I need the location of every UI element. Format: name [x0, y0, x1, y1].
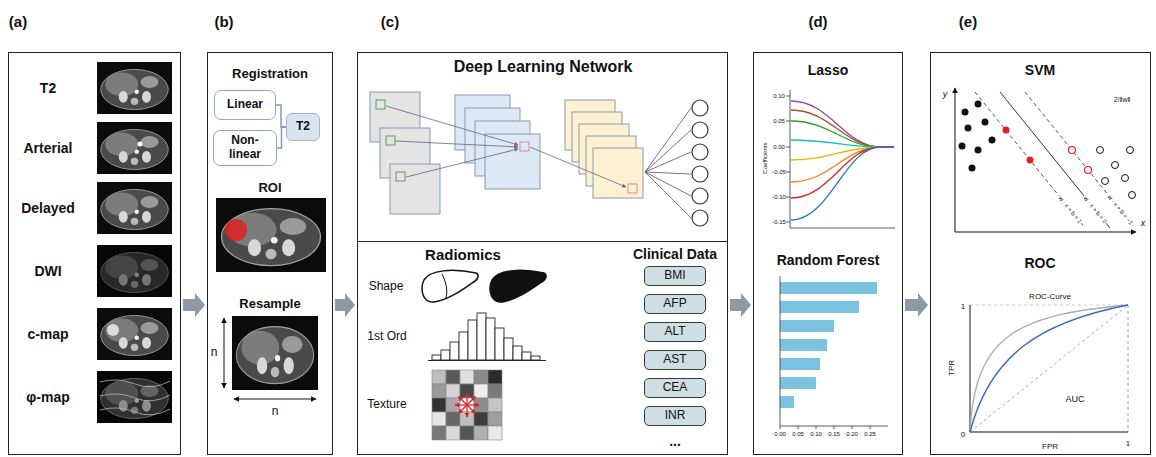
- axis-label: 0.00: [774, 431, 786, 438]
- axis-label: 0.20: [846, 431, 858, 438]
- panel-text: Lasso: [808, 62, 848, 78]
- panel-text: DWI: [34, 263, 61, 279]
- axis-label: 0.10: [810, 431, 822, 438]
- bracket-connector: [276, 105, 286, 127]
- panel-letter: (e): [959, 13, 977, 30]
- panel-text: ...: [669, 433, 681, 449]
- box-text: AFP: [663, 297, 686, 311]
- box-text: ALT: [664, 325, 685, 339]
- axis-label: w · x + b = 0: [1081, 194, 1108, 225]
- panel-text: n: [272, 405, 279, 419]
- clinical-variable-box: BMI: [644, 266, 706, 286]
- axis-label: -0.10: [772, 194, 786, 201]
- panel-letter: (b): [214, 13, 233, 30]
- panel-frame: (c)Deep Learning NetworkRadiomicsShape1s…: [357, 52, 728, 455]
- bracket-connector: [277, 127, 286, 148]
- registration-box: Non-linear: [213, 130, 277, 166]
- panel-letter: (c): [381, 13, 399, 30]
- panel-text: Resample: [239, 297, 300, 312]
- flow-arrow: [335, 293, 355, 317]
- axis-label: 0.25: [864, 431, 876, 438]
- axis-label: 0.10: [773, 93, 785, 100]
- box-text: AST: [663, 353, 686, 367]
- panel-text: T2: [40, 80, 56, 96]
- panel-text: 1st Ord: [367, 330, 406, 344]
- panel-text: ROI: [258, 181, 281, 196]
- panel-frame: (a)T2ArterialDelayedDWIc-mapφ-map: [8, 52, 181, 455]
- axis-label: 0.15: [828, 431, 840, 438]
- panel-frame: (b)RegistrationROIResamplennLinearNon-li…: [207, 52, 333, 455]
- panel-text: ROC: [1024, 255, 1055, 271]
- flow-arrow: [730, 293, 751, 317]
- axis-label: 2/‖w‖: [1114, 96, 1131, 104]
- axis-label: x: [1141, 219, 1146, 229]
- clinical-variable-box: ALT: [644, 322, 706, 342]
- box-text: BMI: [664, 269, 685, 283]
- target-box: T2: [286, 113, 320, 141]
- panel-text: Delayed: [21, 200, 75, 216]
- panel-text: n: [211, 346, 218, 360]
- box-text: INR: [665, 409, 686, 423]
- panel-text: Random Forest: [777, 252, 880, 268]
- axis-label: 0.00: [773, 144, 785, 151]
- axis-label: -0.15: [772, 219, 786, 226]
- panel-text: c-map: [27, 326, 68, 342]
- registration-box: Linear: [214, 90, 276, 120]
- panel-letter: (a): [9, 13, 27, 30]
- sub-panel: Deep Learning Network: [357, 52, 728, 242]
- box-text: T2: [296, 120, 310, 134]
- panel-text: Arterial: [23, 140, 72, 156]
- sub-panel: RadiomicsShape 1st OrdTexture Clinical Dat…: [357, 242, 728, 455]
- panel-frame: (e)SVMROC: [930, 52, 1151, 455]
- axis-label: 0.05: [773, 118, 785, 125]
- clinical-variable-box: AFP: [644, 294, 706, 314]
- axis-label: FPR: [1042, 443, 1058, 452]
- axis-label: w · x + b = −1: [1105, 193, 1134, 227]
- panel-letter: (d): [808, 13, 827, 30]
- flow-arrow: [905, 293, 928, 317]
- clinical-variable-box: CEA: [644, 378, 706, 398]
- panel-text: SVM: [1025, 62, 1055, 78]
- axis-label: 1: [1126, 440, 1130, 449]
- box-text: CEA: [663, 381, 688, 395]
- clinical-variable-box: AST: [644, 350, 706, 370]
- panel-text: Texture: [367, 398, 406, 412]
- panel-text: Clinical Data: [633, 246, 717, 262]
- axis-label: w · x + b = 1: [1056, 194, 1083, 225]
- axis-label: y: [943, 90, 948, 100]
- clinical-variable-box: INR: [644, 406, 706, 426]
- panel-text: Shape: [369, 280, 404, 294]
- axis-label: AUC: [1065, 395, 1084, 405]
- box-text: Non-linear: [218, 134, 272, 162]
- flow-arrow: [183, 293, 205, 317]
- axis-label: 0: [961, 431, 965, 440]
- axis-label: 0.05: [792, 431, 804, 438]
- axis-label: Coefficients: [762, 142, 769, 173]
- panel-text: Registration: [232, 67, 308, 82]
- panel-text: Radiomics: [425, 246, 501, 263]
- panel-text: φ-map: [26, 389, 69, 405]
- axis-label: ROC-Curve: [1029, 293, 1071, 302]
- panel-text: Deep Learning Network: [454, 58, 633, 76]
- box-text: Linear: [227, 98, 263, 112]
- axis-label: -0.05: [772, 169, 786, 176]
- panel-frame: (d)LassoRandom Forest: [753, 52, 903, 455]
- axis-label: TPR: [948, 360, 957, 376]
- axis-label: 1: [961, 303, 965, 312]
